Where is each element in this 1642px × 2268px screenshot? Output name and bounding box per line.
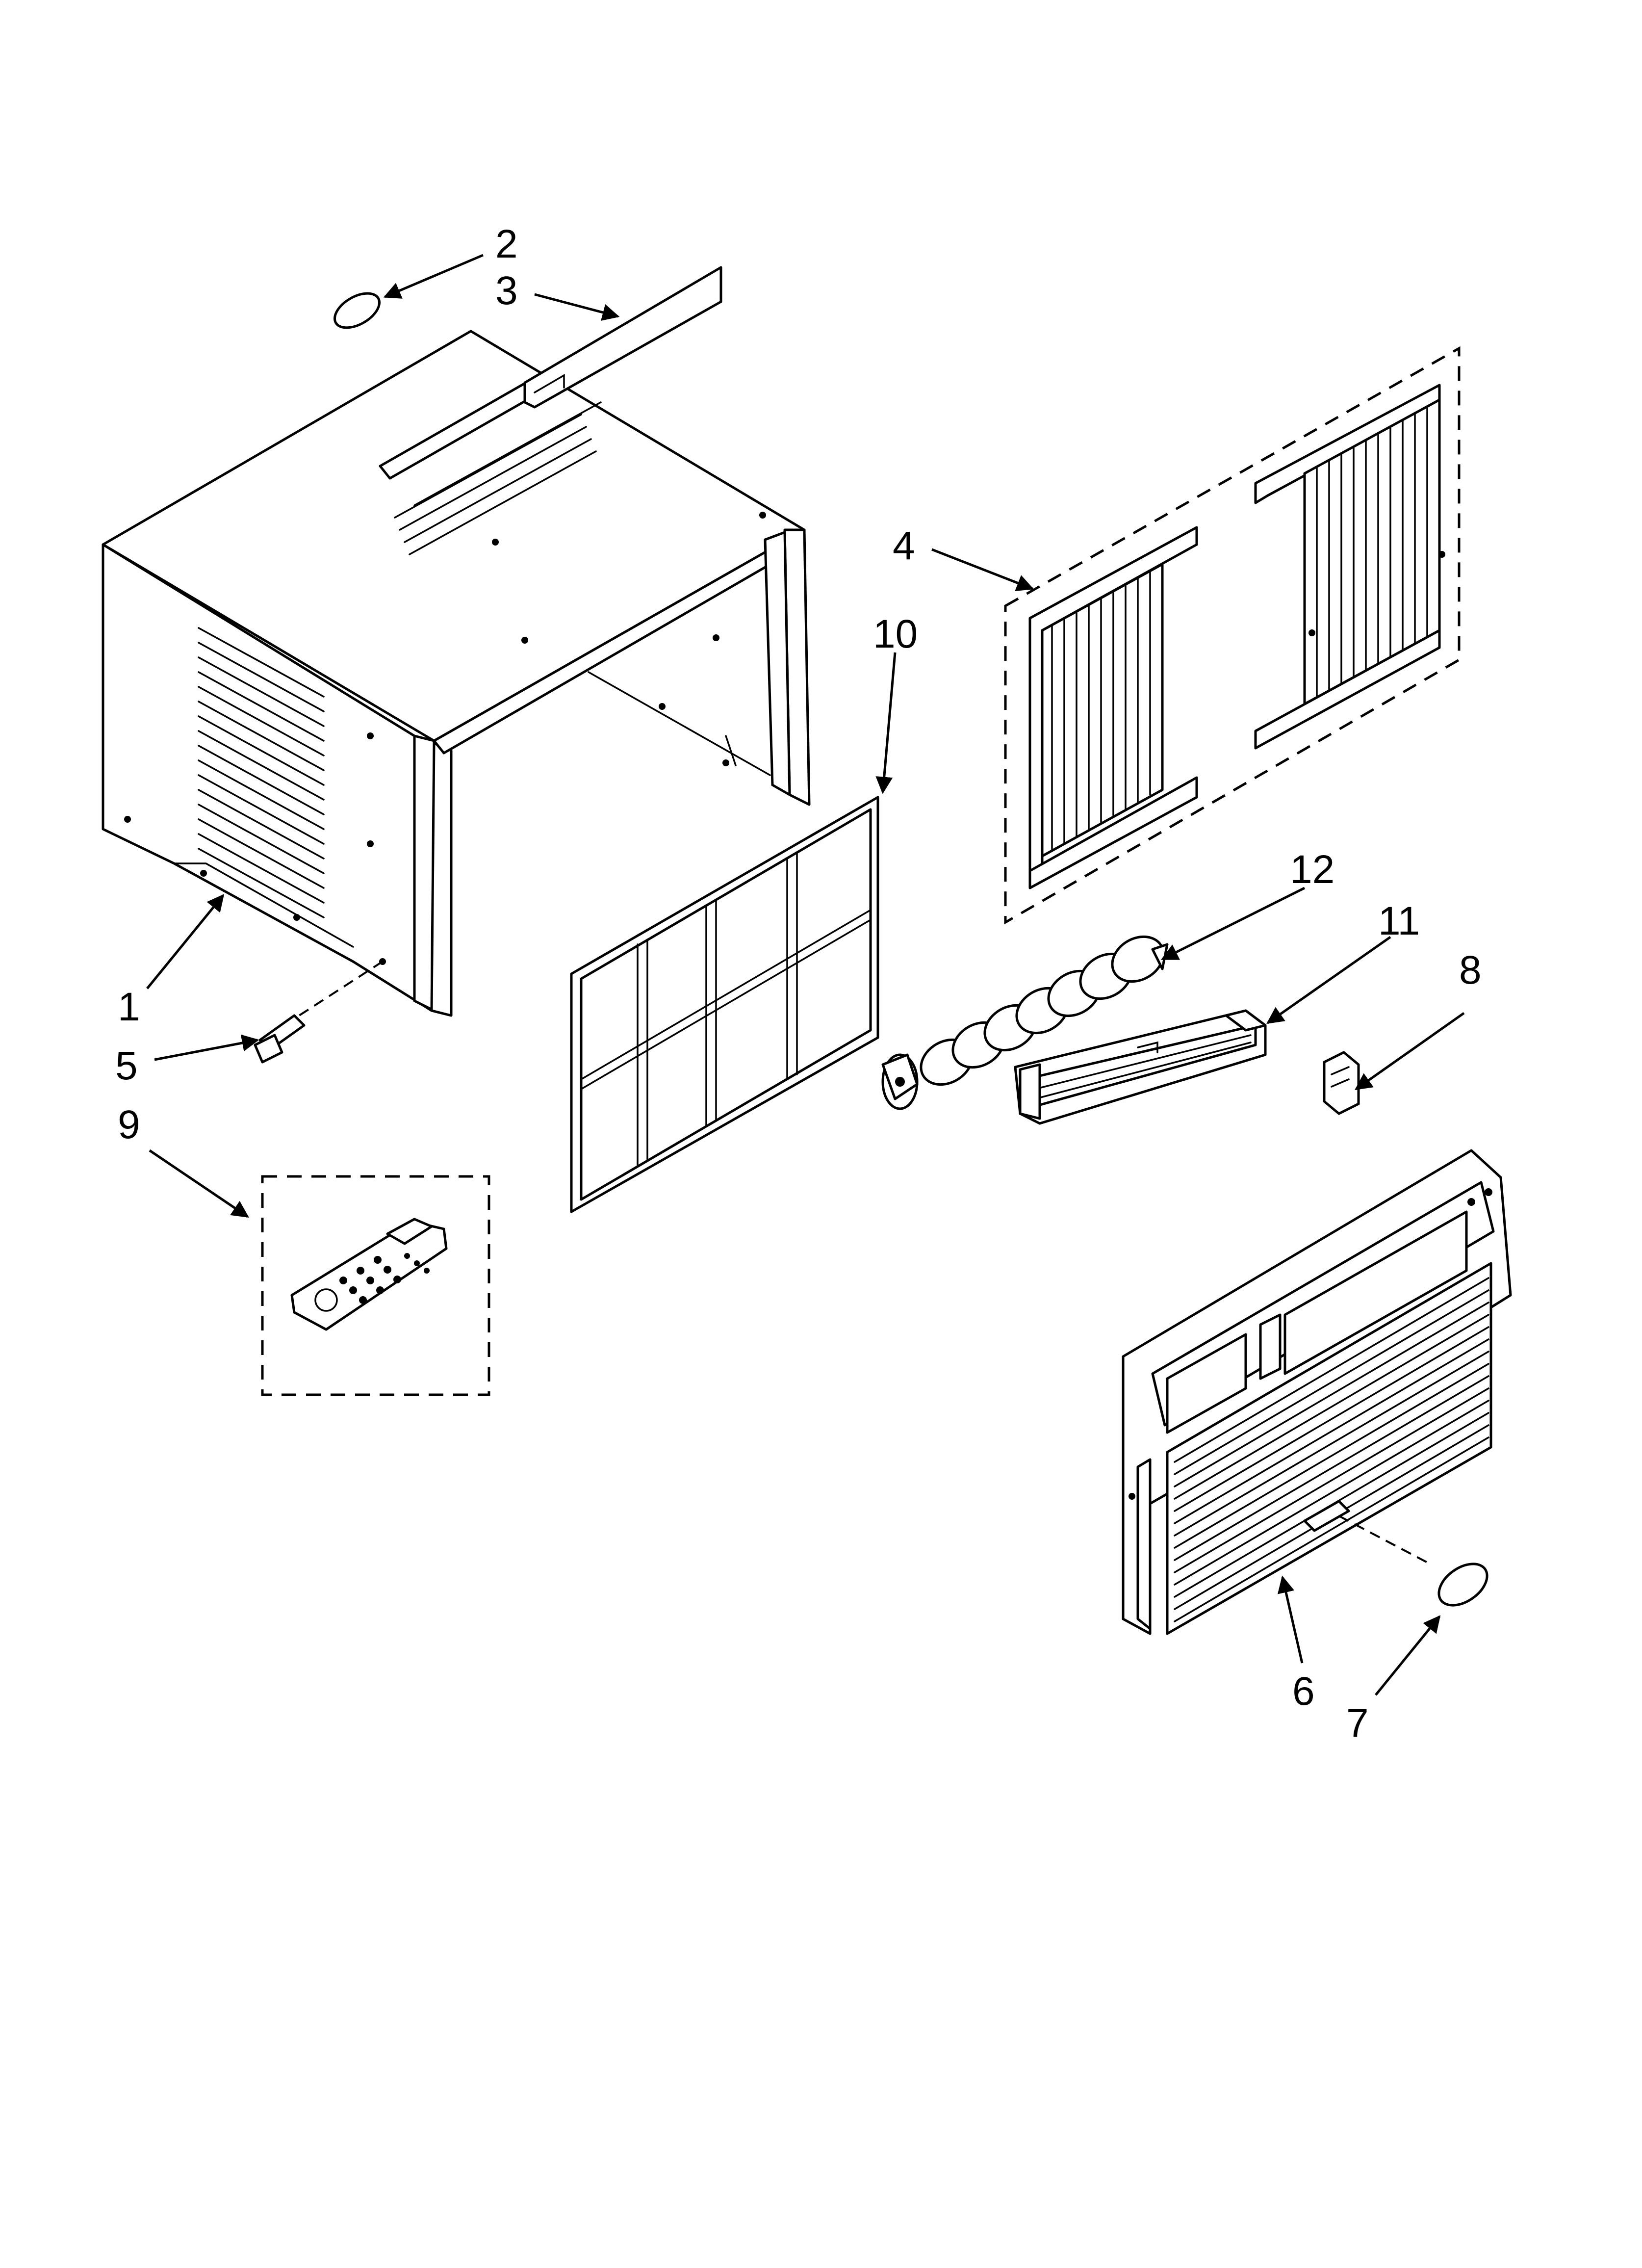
- oval-plug-icon: [333, 292, 381, 329]
- remote-control-icon: [261, 1175, 490, 1396]
- air-filter-icon: [570, 796, 879, 1213]
- top-channel-icon: [523, 266, 722, 409]
- auger-vane-icon: [881, 935, 1169, 1110]
- oval-plug-icon: [1437, 1563, 1488, 1607]
- callout-8: 8: [1459, 948, 1482, 992]
- clip-bracket-icon: [1323, 1051, 1360, 1115]
- callout-10: 10: [873, 612, 918, 656]
- screw-icon: [254, 1014, 306, 1064]
- callout-11: 11: [1378, 899, 1420, 943]
- callout-7: 7: [1346, 1701, 1369, 1746]
- front-grille-panel-icon: [1122, 1149, 1512, 1635]
- callout-5: 5: [115, 1043, 138, 1088]
- louver-assembly-icon: [1014, 1009, 1267, 1125]
- callout-4: 4: [893, 523, 915, 568]
- callout-6: 6: [1292, 1669, 1315, 1714]
- side-curtain-panels-icon: [1004, 346, 1461, 925]
- callout-1: 1: [118, 985, 140, 1029]
- callout-labels: 1 2 3 4 5 6 7 8 9 10 11 12: [115, 222, 1482, 1746]
- callout-3: 3: [495, 268, 518, 313]
- callout-9: 9: [118, 1102, 140, 1147]
- callout-2: 2: [495, 222, 518, 266]
- cabinet-wrapper-icon: [102, 330, 811, 1017]
- callout-12: 12: [1290, 847, 1334, 892]
- leader-lines: [146, 254, 1465, 1696]
